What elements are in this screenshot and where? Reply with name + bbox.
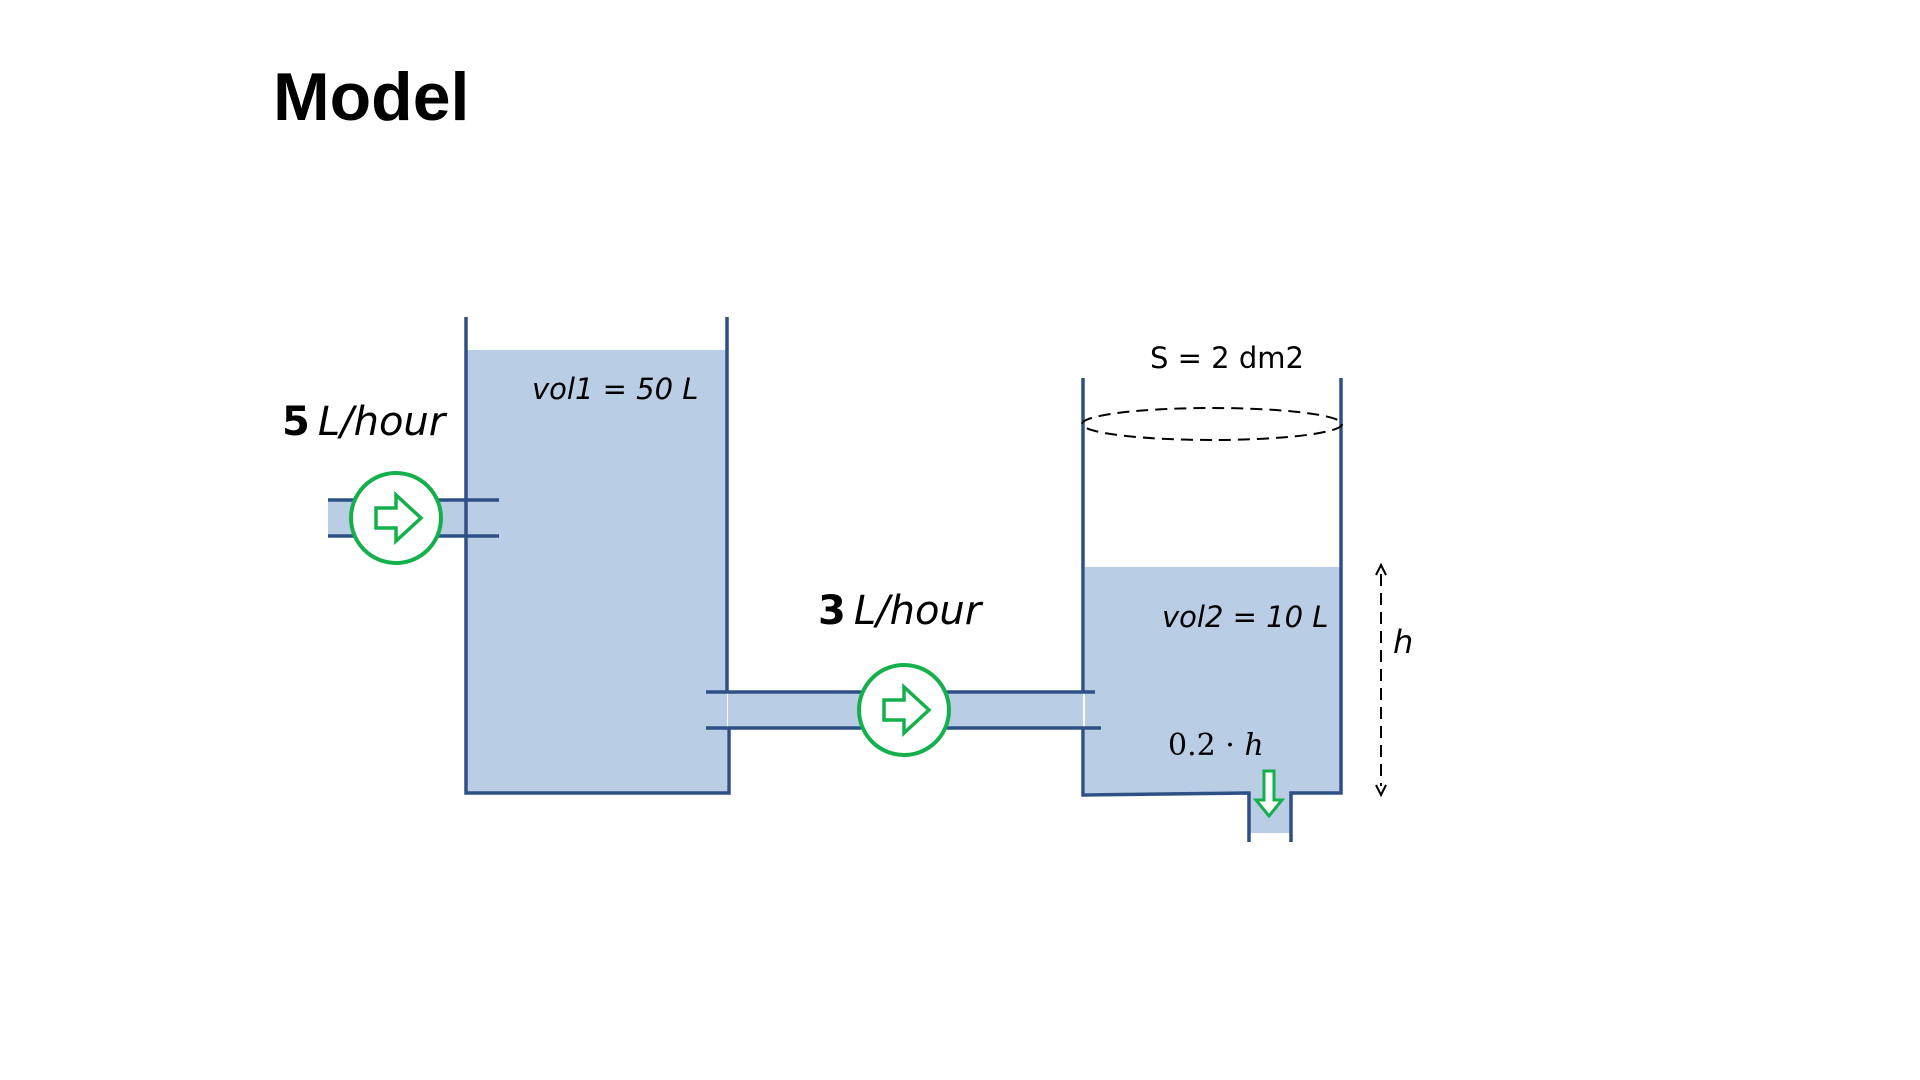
tank2-water [1085, 567, 1342, 793]
tank2-walls [1081, 378, 1343, 842]
pump-arrow-icon [882, 683, 932, 737]
page-title: Model [273, 59, 470, 135]
height-dimension-arrow [1375, 562, 1387, 798]
tank1-walls [464, 317, 731, 795]
outflow-arrow-icon [1252, 769, 1286, 819]
surface-ellipse [1081, 407, 1343, 441]
tank1-water [466, 350, 727, 793]
outflow-formula-label: 0.2 · h [1168, 728, 1264, 763]
tank2-surface-label: S = 2 dm2 [1150, 341, 1304, 375]
inflow-pump[interactable] [349, 471, 443, 565]
tank2-volume-label: vol2 = 10 L [1162, 600, 1328, 634]
tank1-volume-label: vol1 = 50 L [532, 372, 698, 406]
pump-arrow-icon [374, 491, 424, 545]
transfer-pump[interactable] [857, 663, 951, 757]
height-label: h [1393, 623, 1413, 661]
